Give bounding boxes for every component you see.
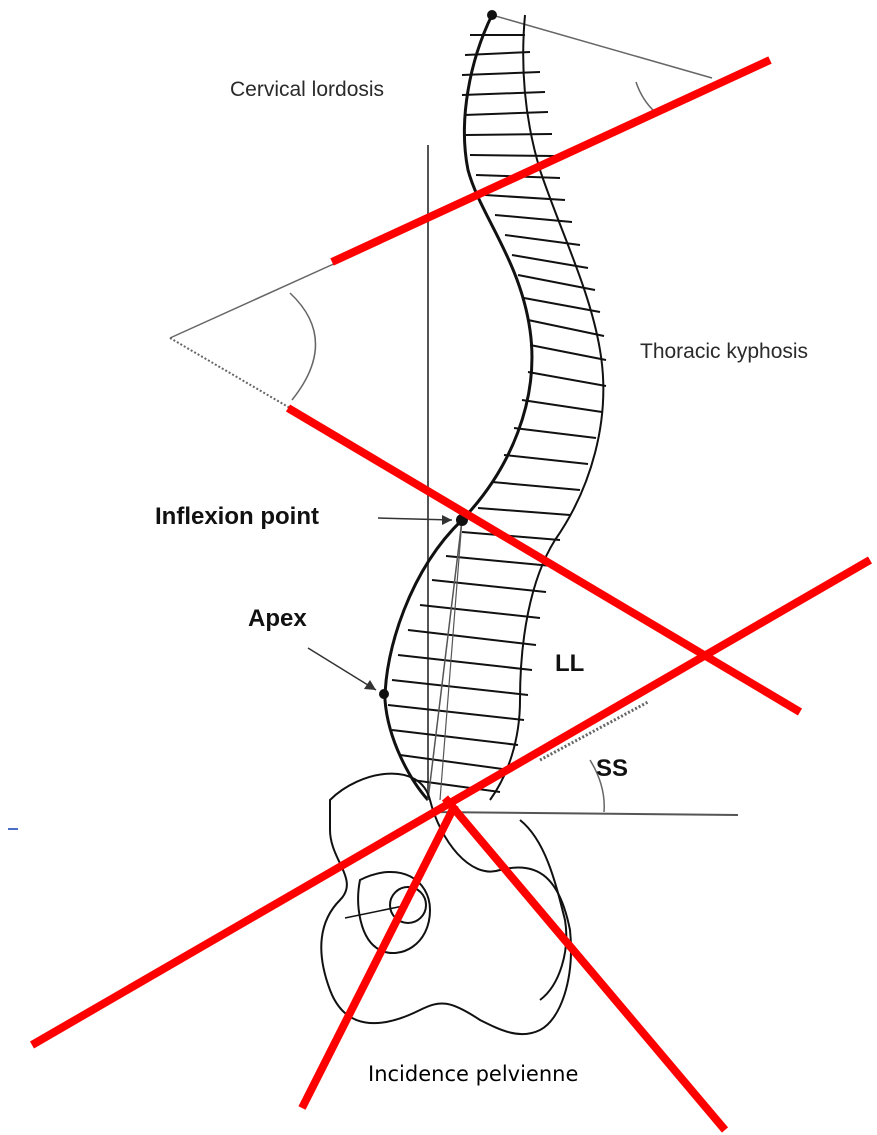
cervical-angle-arc bbox=[636, 82, 655, 112]
sacral-horizontal-line bbox=[428, 812, 738, 815]
thoracic-kyphosis-label: Thoracic kyphosis bbox=[640, 340, 808, 364]
inflexion-arrowhead bbox=[442, 515, 452, 525]
overlay-lines bbox=[32, 60, 870, 1130]
cervical-top-point bbox=[487, 10, 497, 20]
lumbar-diagonal-1 bbox=[428, 520, 462, 800]
sacral-slope-dotted bbox=[540, 702, 648, 760]
apex-arrowhead bbox=[364, 680, 376, 690]
pelvic-incidence-label: Incidence pelvienne bbox=[368, 1062, 578, 1086]
corner-marker bbox=[8, 828, 18, 830]
thoracic-angle-arc bbox=[290, 293, 316, 400]
apex-label: Apex bbox=[248, 605, 307, 633]
inflexion-point-label: Inflexion point bbox=[155, 503, 319, 531]
ss-label: SS bbox=[596, 755, 628, 783]
red-line-thoracic bbox=[288, 408, 800, 712]
cervical-lordosis-label: Cervical lordosis bbox=[230, 78, 384, 102]
apex-point-dot bbox=[379, 689, 389, 699]
spine-back-contour bbox=[490, 15, 603, 800]
ll-label: LL bbox=[555, 650, 584, 678]
apex-arrow bbox=[308, 648, 376, 690]
inflexion-arrow bbox=[378, 518, 452, 520]
thoracic-angle-line-bottom bbox=[170, 338, 290, 408]
red-line-cervical bbox=[332, 60, 770, 262]
